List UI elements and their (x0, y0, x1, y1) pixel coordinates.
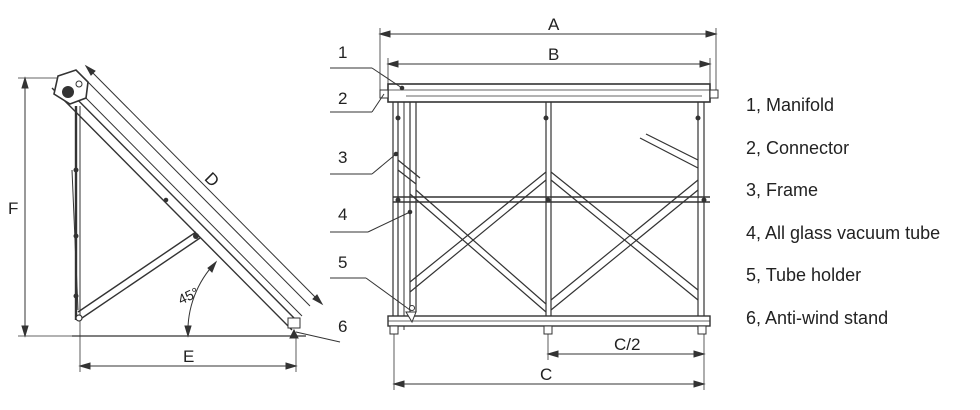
angle-label: 45° (175, 284, 201, 307)
callout-5: 5 (338, 253, 347, 272)
legend-item-anti-wind-stand: 6, Anti-wind stand (746, 307, 889, 328)
dim-label-b: B (548, 45, 559, 64)
dim-label-d: D (201, 169, 223, 191)
dim-label-f: F (8, 199, 18, 218)
parts-legend: 1, Manifold 2, Connector 3, Frame 4, All… (746, 92, 940, 347)
legend-item-vacuum-tube: 4, All glass vacuum tube (746, 222, 941, 243)
dim-label-e: E (183, 347, 194, 366)
front-view (330, 28, 719, 390)
callout-2: 2 (338, 89, 347, 108)
callout-4: 4 (338, 205, 347, 224)
legend-item-frame: 3, Frame (746, 180, 819, 200)
callout-numbers: 1 2 3 4 5 6 (338, 43, 347, 336)
callout-1: 1 (338, 43, 347, 62)
legend-item-manifold: 1, Manifold (746, 95, 835, 115)
dim-label-c: C (540, 365, 552, 384)
dim-label-c-half: C/2 (614, 335, 640, 354)
dim-label-a: A (548, 15, 560, 34)
legend-item-connector: 2, Connector (746, 137, 850, 158)
legend-item-tube-holder: 5, Tube holder (746, 265, 862, 285)
callout-6: 6 (338, 317, 347, 336)
side-view (18, 64, 341, 372)
callout-3: 3 (338, 148, 347, 167)
